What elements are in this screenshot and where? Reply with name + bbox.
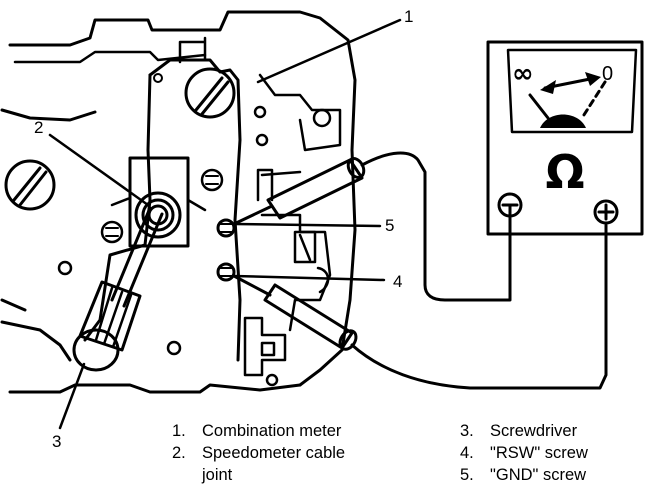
callout-4: 4 (393, 272, 402, 291)
ohm-symbol: Ω (545, 145, 584, 199)
mounting-screw-left (4, 159, 56, 211)
scale-infinity-label: ∞ (512, 59, 534, 89)
scale-zero-label: 0 (602, 63, 613, 85)
legend-item-3: 3.Screwdriver (460, 422, 578, 440)
callout-1: 1 (404, 7, 413, 26)
combination-meter-housing (0, 10, 357, 394)
legend-left: 1.Combination meter 2.Speedometer cable … (172, 420, 345, 486)
legend-item-5: 5."GND" screw (460, 466, 587, 484)
legend-item-4: 4."RSW" screw (460, 444, 588, 462)
mounting-screw-top (184, 67, 236, 119)
legend-item-1: 1.Combination meter (172, 422, 342, 440)
callout-3: 3 (52, 432, 61, 451)
gnd-screw (216, 218, 236, 238)
speedometer-cable-joint (110, 156, 207, 248)
legend-right: 3.Screwdriver 4."RSW" screw 5."GND" scre… (460, 420, 588, 486)
rsw-screw (216, 262, 236, 282)
callout-2: 2 (34, 118, 43, 137)
ohmmeter: ∞ 0 Ω (486, 40, 644, 236)
legend-item-2-continued: joint (202, 466, 233, 484)
legend-item-2: 2.Speedometer cable (172, 444, 346, 462)
upper-test-probe (232, 157, 366, 226)
test-leads (350, 151, 608, 390)
screwdriver (72, 206, 164, 372)
lower-test-probe (232, 274, 358, 351)
callout-5: 5 (385, 216, 394, 235)
callout-leaders (48, 18, 402, 430)
